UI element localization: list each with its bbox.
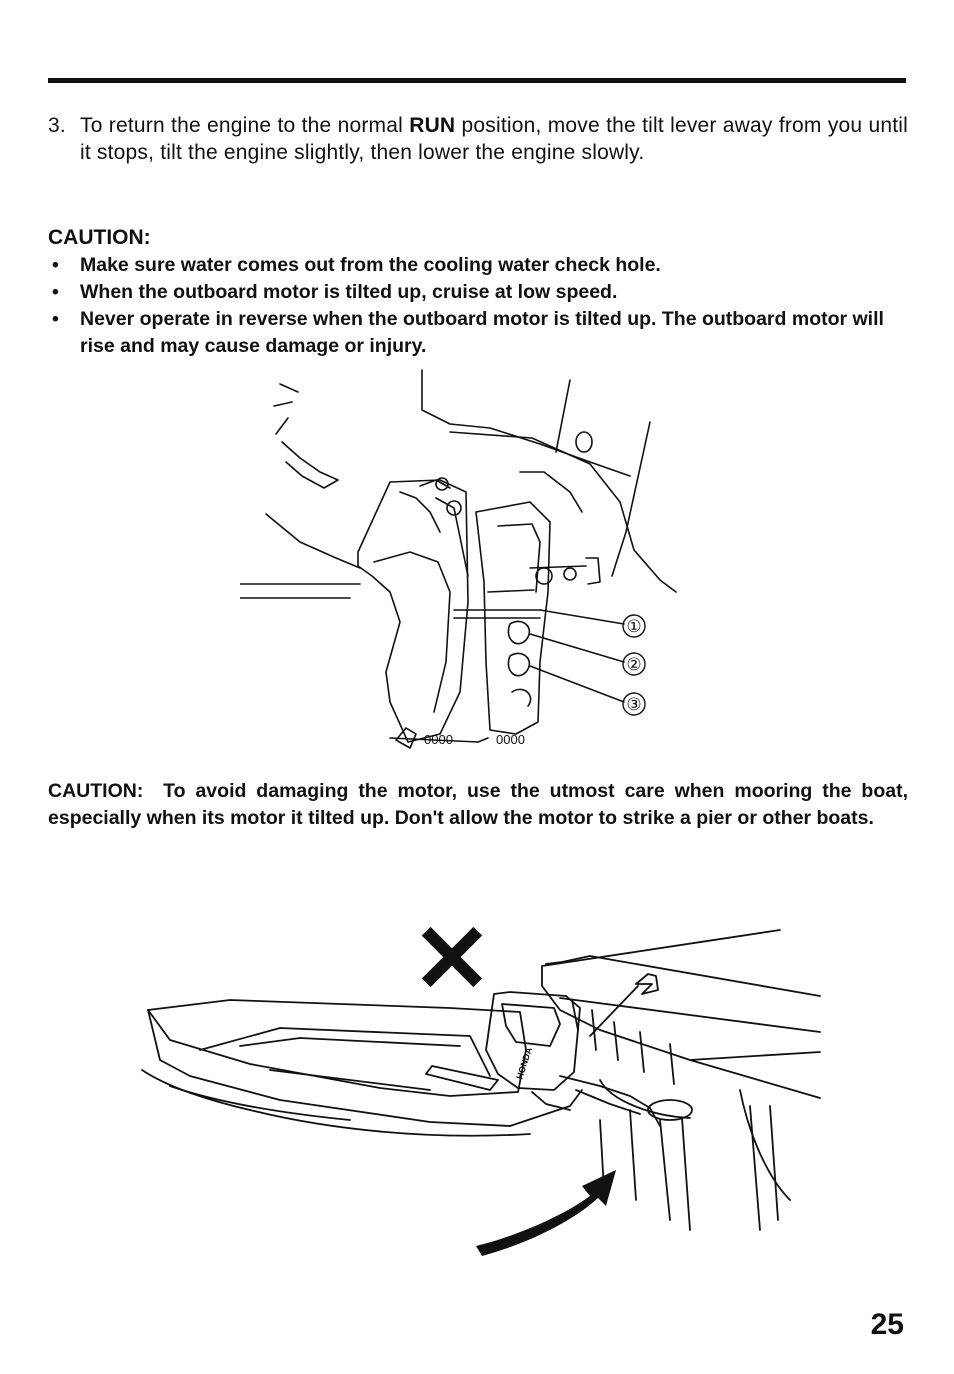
caution-heading: CAUTION:	[48, 226, 151, 249]
caution-item: • Make sure water comes out from the cool…	[48, 252, 908, 279]
wrong-mark-icon: ✕	[412, 906, 492, 1013]
step-text-before: To return the engine to the normal	[80, 114, 410, 137]
step-bold-word: RUN	[409, 114, 456, 137]
step-3: 3. To return the engine to the normal RU…	[48, 112, 908, 166]
bullet: •	[52, 308, 59, 330]
caution-item: • Never operate in reverse when the outbo…	[48, 306, 908, 360]
caution-item-text: When the outboard motor is tilted up, cr…	[80, 281, 618, 303]
tilt-lever-illustration: 0000 0000 ① ② ③	[240, 369, 677, 749]
callout-2-label: ②	[626, 655, 641, 674]
step-text-after: position, move the tilt lever away from …	[80, 114, 909, 164]
mooring-caution-text: To avoid damaging the motor, use the utm…	[48, 780, 909, 829]
step-text: To return the engine to the normal RUN p…	[80, 112, 908, 166]
header-rule	[48, 78, 906, 83]
boat-pier-illustration: ✕ HONDA	[141, 906, 821, 1256]
caution-item: • When the outboard motor is tilted up, c…	[48, 279, 908, 306]
step-number: 3.	[48, 114, 66, 137]
mooring-caution-label: CAUTION:	[48, 780, 144, 802]
callout-3-label: ③	[626, 695, 641, 714]
caution-list: • Make sure water comes out from the cool…	[48, 252, 908, 360]
callout-1-label: ①	[626, 617, 641, 636]
caution-item-text: Make sure water comes out from the cooli…	[80, 254, 661, 276]
bullet: •	[52, 254, 59, 276]
motor-brand-label: HONDA	[514, 1046, 534, 1081]
page-number: 25	[870, 1308, 904, 1341]
bullet: •	[52, 281, 59, 303]
svg-text:0000: 0000	[496, 732, 525, 747]
mooring-caution: CAUTION: To avoid damaging the motor, us…	[48, 778, 908, 832]
caution-item-text: Never operate in reverse when the outboa…	[80, 308, 884, 357]
